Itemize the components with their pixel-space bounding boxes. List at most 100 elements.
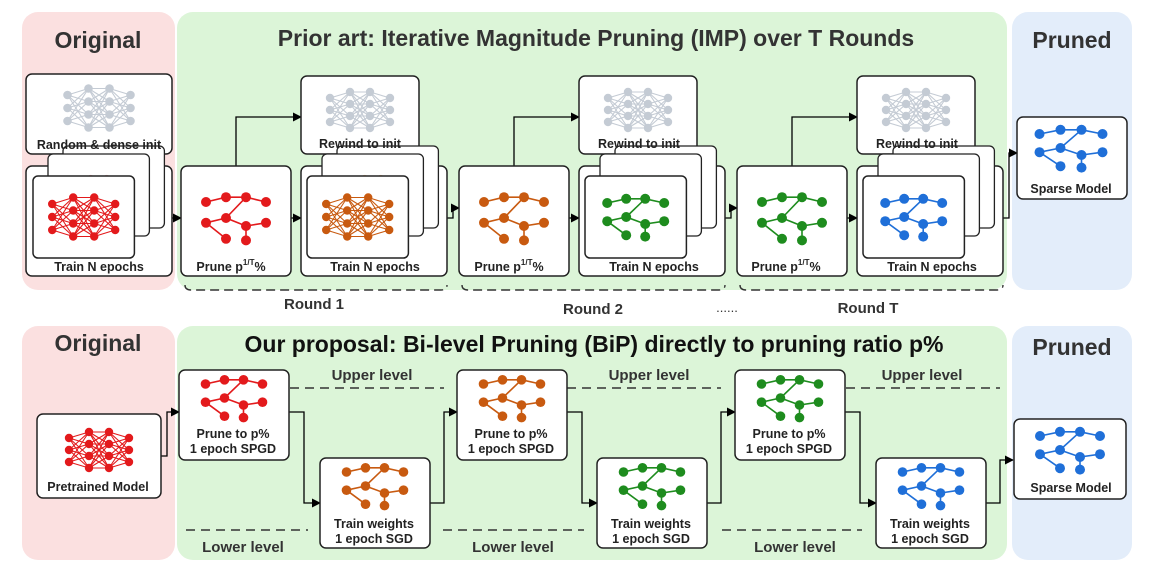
network-node [69,193,78,202]
prune-to-label-1: Prune to p% [197,427,270,441]
network-node [90,193,99,202]
prune-label-suffix: % [254,260,265,274]
lower-level-label-3: Lower level [754,539,836,556]
network-node [379,500,390,511]
bip-prune-network [200,375,268,423]
network-node [916,481,927,491]
network-node [261,197,271,207]
network-node [623,87,633,97]
round2-to-roundT-arrow [725,203,738,219]
network-node [623,111,633,121]
network-edge [108,449,130,469]
network-edge [369,109,391,129]
network-node [603,105,613,115]
network-node [901,87,911,97]
bip-prune-box-2 [456,369,568,461]
network-edge [108,437,130,469]
network-node [1075,452,1085,462]
network-node [899,212,910,222]
network-node [899,193,910,204]
network-node [1055,143,1066,153]
network-node [918,219,929,229]
original-title-bottom: Original [55,330,142,356]
network-node [1097,129,1108,139]
bip-train-network [897,463,965,511]
network-node [201,197,211,207]
prune-label-roundT: Prune p1/T% [751,258,820,274]
network-node [897,467,908,477]
network-node [238,375,249,385]
network-edge [67,88,89,109]
network-node [379,463,390,473]
prune-label-suffix: % [532,260,543,274]
network-edge [905,91,927,129]
network-node [325,105,335,115]
network-node [499,192,509,203]
network-node [385,225,394,235]
network-node [918,193,929,204]
network-node [124,457,134,467]
network-node [797,235,807,246]
prune-label-sup: 1/T [243,258,255,267]
network-node [84,463,94,473]
network-edge [346,197,369,224]
rewind-connector [235,112,302,166]
train2-to-prune3-arrow [707,407,736,504]
network-node [921,111,931,121]
prune-label-round1: Prune p1/T% [196,258,265,274]
network-node [623,123,633,133]
network-edge [925,97,947,117]
train-weights-label-2: Train weights [611,517,691,531]
network-edge [88,431,110,457]
network-edge [72,197,95,237]
front-network [48,193,120,241]
network-edge [67,101,89,122]
network-node [1034,147,1045,158]
network-edge [627,103,649,129]
network-node [219,411,230,422]
network-node [341,485,352,496]
network-node [478,379,489,389]
network-node [365,87,375,97]
network-node [104,463,114,473]
network-node [221,192,231,203]
network-node [69,219,78,228]
network-node [341,467,352,477]
network-node [343,206,352,215]
network-node [623,99,633,109]
network-node [1055,124,1066,135]
network-node [794,412,805,423]
network-node [640,193,651,204]
network-node [937,198,948,208]
network-node [643,123,653,133]
round-bracket-T [739,284,1004,291]
network-edge [108,437,130,457]
rewind-connector [791,112,858,166]
network-node [918,231,929,242]
network-node [365,123,375,133]
network-node [1035,449,1045,460]
network-node [200,397,211,408]
network-node [775,375,786,385]
prune-box-3 [736,165,848,277]
init-label: Random & dense init [37,138,162,152]
network-node [519,221,529,231]
pretrained-label: Pretrained Model [47,480,148,494]
rewind-network [603,87,673,133]
network-node [126,116,135,126]
network-node [124,445,134,455]
roundT-to-sparse-arrow [1003,148,1018,219]
network-node [797,221,807,231]
rewind-connector [513,112,580,166]
network-node [345,111,355,121]
prune-label-text: Prune p [474,260,521,274]
network-node [48,212,57,222]
network-node [69,232,78,241]
network-node [479,197,489,207]
round-bracket-2 [461,284,726,291]
network-edge [925,109,947,129]
network-node [921,123,931,133]
network-node [757,197,767,207]
network-edge [369,97,391,117]
